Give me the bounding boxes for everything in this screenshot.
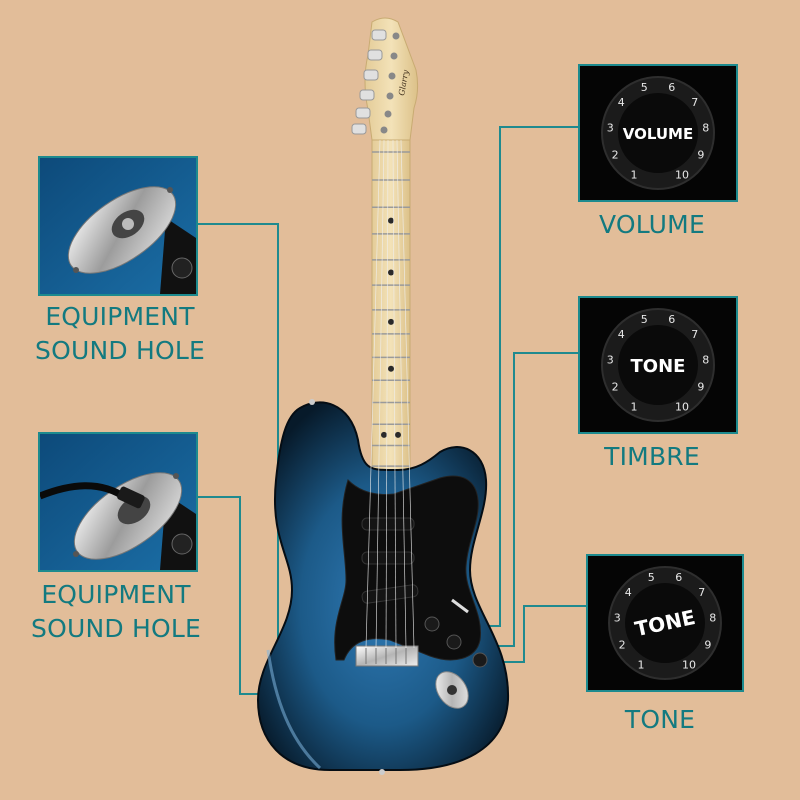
left-caption-2: EQUIPMENT SOUND HOLE	[26, 578, 206, 646]
knob-number: 1	[638, 659, 645, 672]
knob-number: 6	[668, 313, 675, 326]
knob-number: 2	[612, 149, 619, 162]
knob-number: 3	[614, 611, 621, 624]
guitar-body	[256, 399, 510, 775]
knob-number: 6	[668, 81, 675, 94]
right-caption-timbre: TIMBRE	[570, 440, 734, 474]
knob-number: 5	[641, 313, 648, 326]
knob-number: 9	[697, 381, 704, 394]
knob-number: 10	[682, 659, 696, 672]
knob-number: 6	[675, 571, 682, 584]
knob-number: 1	[631, 169, 638, 182]
caption-line: VOLUME	[599, 210, 705, 239]
knob-number: 8	[709, 611, 716, 624]
knob-label: VOLUME	[623, 125, 693, 143]
knob-label: TONE	[631, 356, 686, 377]
knob-number: 5	[648, 571, 655, 584]
guitar-strings	[365, 139, 415, 649]
right-caption-volume: VOLUME	[570, 208, 734, 242]
knob-number: 8	[702, 121, 709, 134]
knob-number: 1	[631, 401, 638, 414]
knob-number: 3	[607, 353, 614, 366]
left-caption-1: EQUIPMENT SOUND HOLE	[30, 300, 210, 368]
knob-number: 7	[691, 328, 698, 341]
caption-line: SOUND HOLE	[31, 614, 201, 643]
caption-line: SOUND HOLE	[35, 336, 205, 365]
caption-line: TONE	[624, 705, 696, 734]
guitar-neck	[371, 139, 411, 471]
right-caption-tone: TONE	[578, 703, 742, 737]
knob-number: 4	[625, 586, 632, 599]
jack-plate-photo-1	[38, 156, 198, 296]
knob-number: 7	[698, 586, 705, 599]
knob-number: 2	[612, 381, 619, 394]
knob-number: 10	[675, 401, 689, 414]
knob-number: 3	[607, 121, 614, 134]
knob-number: 9	[697, 149, 704, 162]
knob-number: 8	[702, 353, 709, 366]
knob-number: 10	[675, 169, 689, 182]
knob-number: 4	[618, 328, 625, 341]
caption-line: EQUIPMENT	[41, 580, 191, 609]
knob-number: 2	[619, 639, 626, 652]
knob-number: 4	[618, 96, 625, 109]
knob-number: 9	[704, 639, 711, 652]
knob-number: 7	[691, 96, 698, 109]
knob-number: 5	[641, 81, 648, 94]
caption-line: TIMBRE	[604, 442, 700, 471]
caption-line: EQUIPMENT	[45, 302, 195, 331]
guitar-headstock: Glarry	[351, 17, 419, 141]
jack-plate-photo-2	[38, 432, 198, 572]
